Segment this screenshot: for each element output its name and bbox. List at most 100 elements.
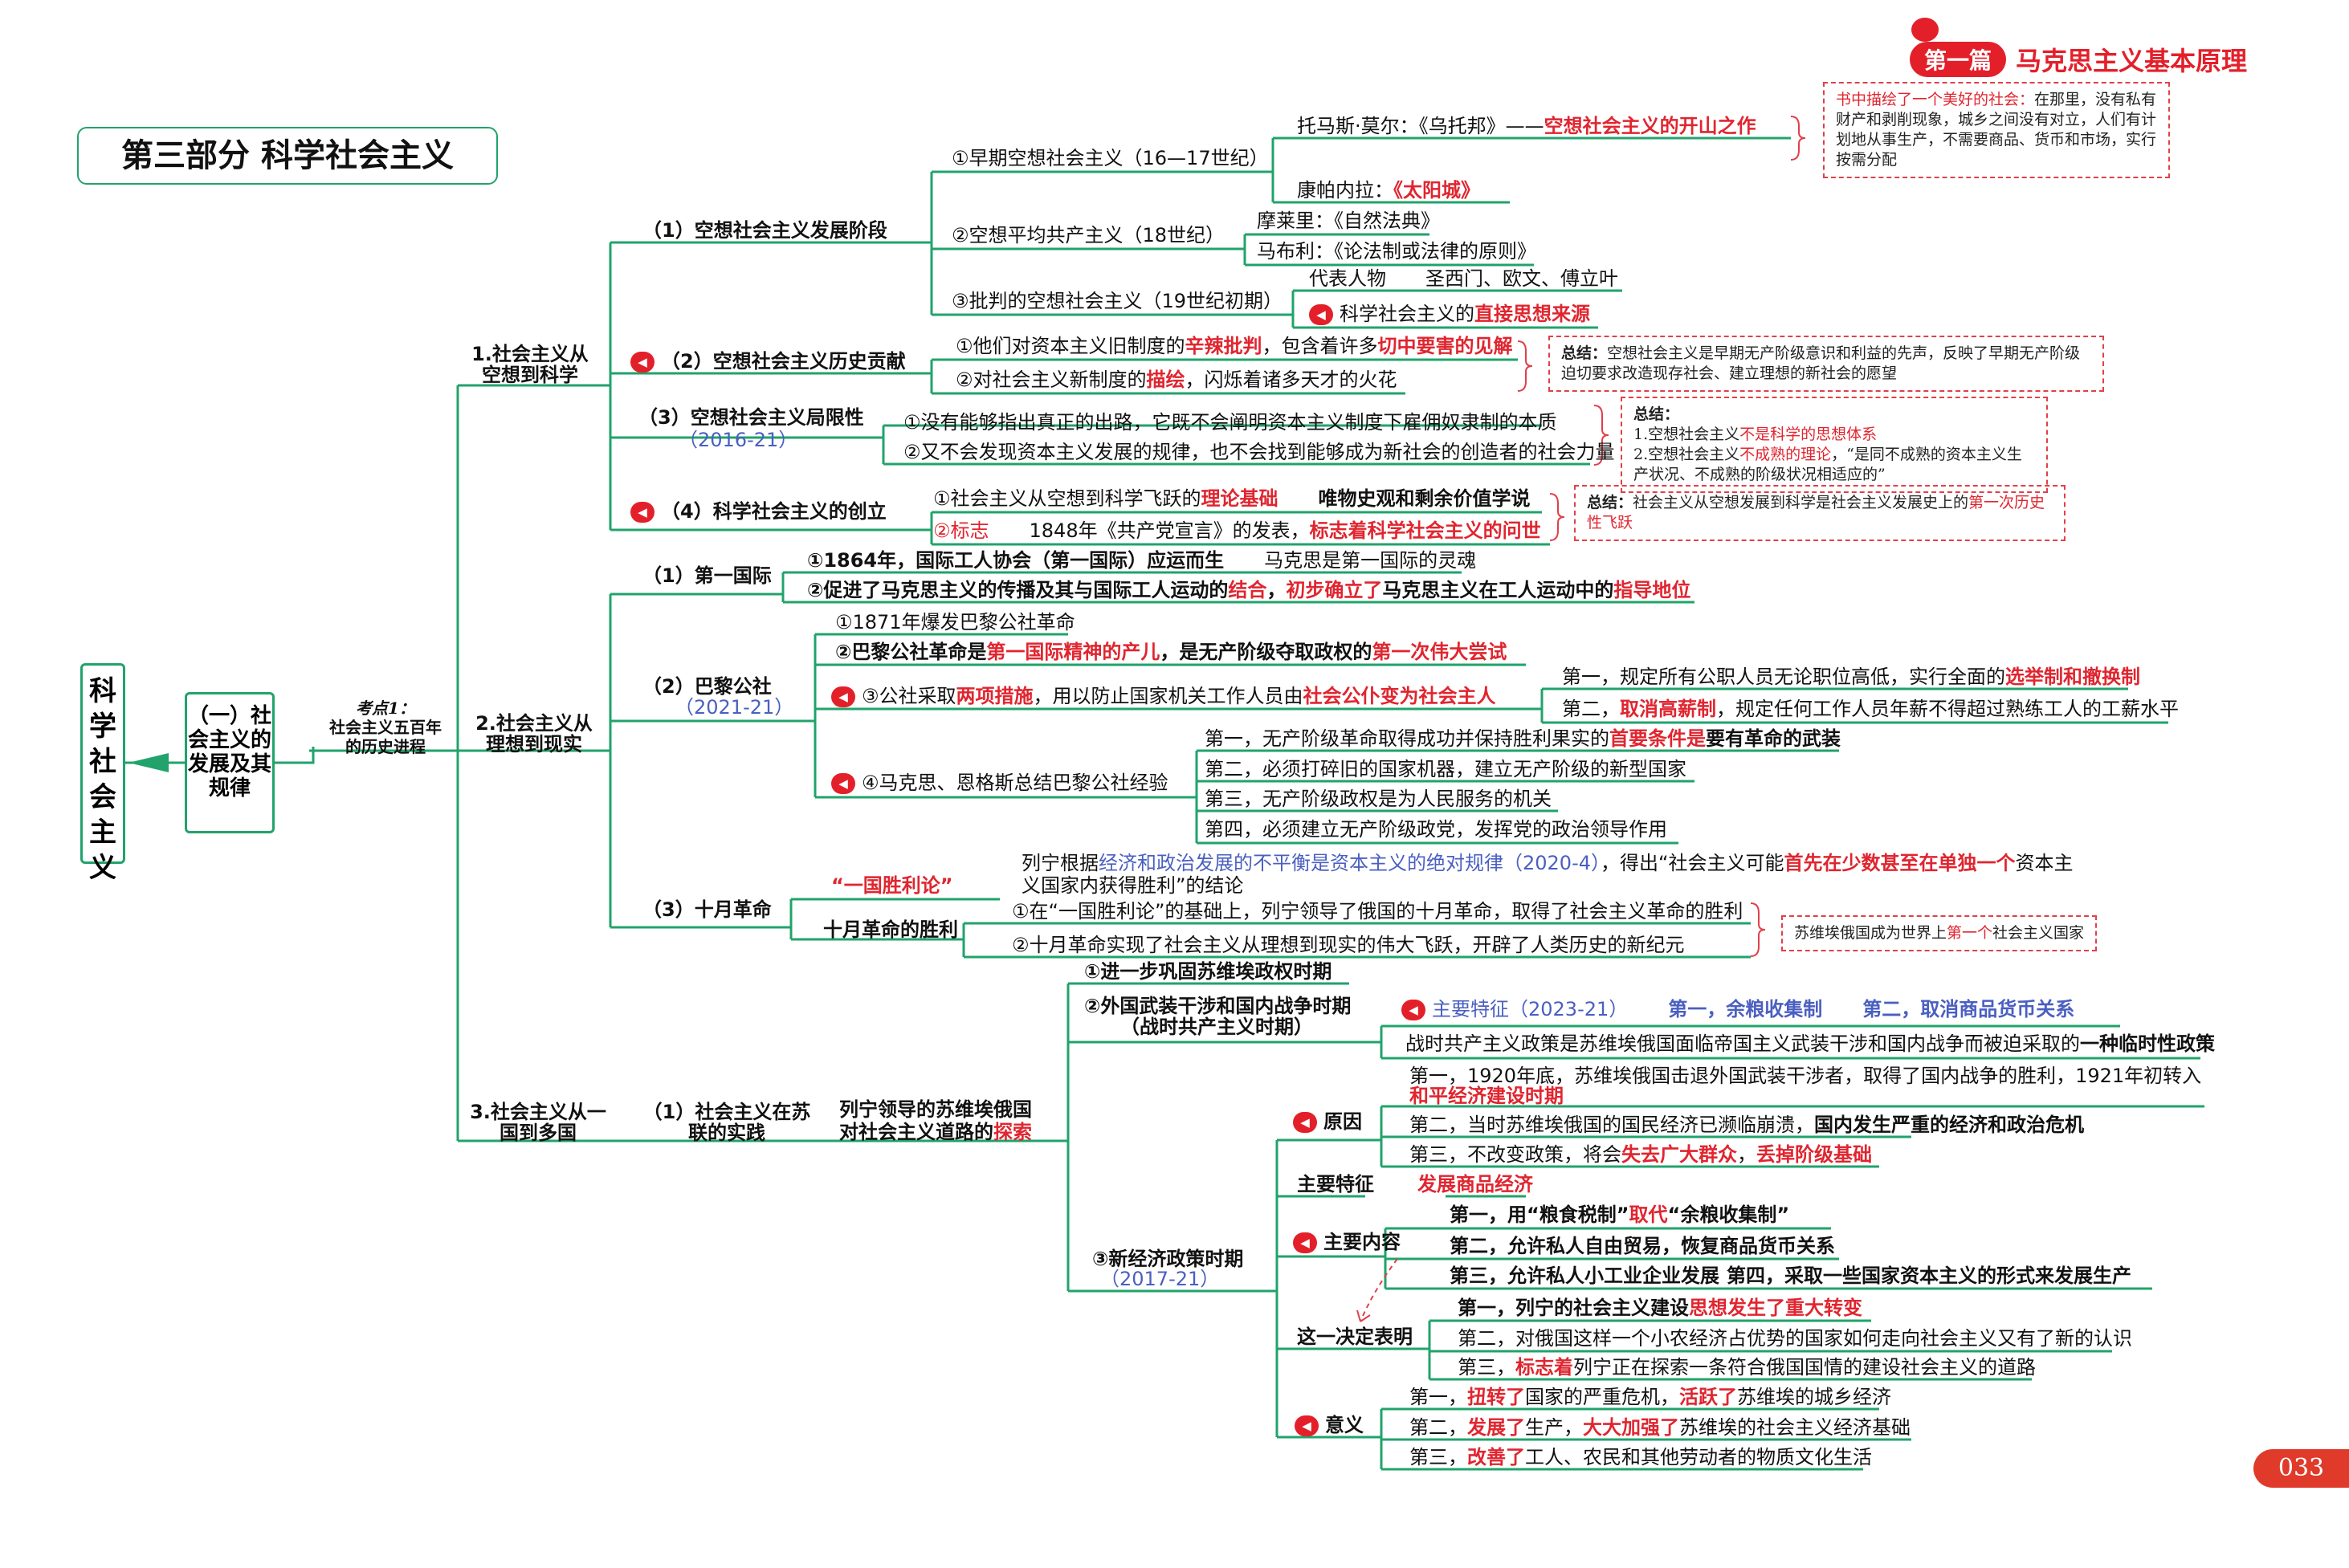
s3a: 第三， xyxy=(1409,1446,1467,1468)
note-sum2-c1: 2.空想社会主义 xyxy=(1633,446,1740,463)
s1b-label: ◀（2）空想社会主义历史贡献 xyxy=(630,349,906,373)
s1a-camp: 康帕内拉：《太阳城》 xyxy=(1297,178,1480,202)
s1c-l1: ①没有能够指出真正的出路，它既不会阐明资本主义制度下雇佣奴隶制的本质 xyxy=(903,411,1557,434)
s1b-c2: ②对社会主义新制度的描绘，闪烁着诸多天才的火花 xyxy=(956,368,1397,392)
s1c: 国家的严重危机， xyxy=(1525,1386,1679,1408)
e1b: 首要条件是 xyxy=(1609,727,1706,750)
s3a-feat: ◀主要特征（2023-21）第一，余粮收集制第二，取消商品货币关系 xyxy=(1401,997,2074,1021)
s2c-label: （3）十月革命 xyxy=(642,898,772,921)
s3a-cause: ◀原因 xyxy=(1293,1110,1362,1134)
f2b: 1848年《共产党宣言》的发表， xyxy=(1029,519,1310,542)
s1a-item3: ③批判的空想社会主义（19世纪初期） xyxy=(952,290,1283,312)
exam-point: 考点1： 社会主义五百年的历史进程 xyxy=(325,698,446,756)
c3c: ， xyxy=(1737,1143,1756,1166)
s2e: 苏维埃的社会主义经济基础 xyxy=(1679,1416,1911,1439)
s2a-i1-soul: 马克思是第一国际的灵魂 xyxy=(1264,549,1477,572)
d3a: 第三， xyxy=(1458,1356,1515,1379)
s3a-s1: 第一，扭转了国家的严重危机，活跃了苏维埃的城乡经济 xyxy=(1409,1385,1891,1409)
k1c: “余粮收集制” xyxy=(1667,1203,1790,1226)
c3d: 丢掉阶级基础 xyxy=(1756,1143,1872,1166)
s3a-d1: 第一，列宁的社会主义建设思想发生了重大转变 xyxy=(1458,1296,1862,1320)
s2b-e1: 第一，无产阶级革命取得成功并保持胜利果实的首要条件是要有革命的武装 xyxy=(1205,727,1841,751)
feat2: 第二，取消商品货币关系 xyxy=(1862,998,2075,1020)
source-highlight: 直接思想来源 xyxy=(1474,303,1590,325)
f1c: 唯物史观和剩余价值学说 xyxy=(1318,487,1531,510)
lenin-b: 对社会主义道路的 xyxy=(839,1121,993,1143)
branch-s2-label: 2.社会主义从理想到现实 xyxy=(475,712,593,755)
s3a-c1: 第一，1920年底，苏维埃俄国击退外国武装干涉者，取得了国内战争的胜利，1921… xyxy=(1409,1065,2202,1087)
note-utopia-head: 书中描绘了一个美好的社会： xyxy=(1836,91,2035,108)
page-number: 033 xyxy=(2253,1449,2349,1488)
note-sum3-body: 社会主义从空想发展到科学是社会主义发展史上的 xyxy=(1633,494,1969,511)
s3a-k4: 第四，采取一些国家资本主义的形式来发展生产 xyxy=(1727,1265,2131,1287)
s1a-more: 托马斯·莫尔：《乌托邦》——空想社会主义的开山之作 xyxy=(1297,114,1756,138)
d3c: 列宁正在探索一条符合俄国国情的建设社会主义的道路 xyxy=(1573,1356,2036,1379)
d1b: 思想发生了重大转变 xyxy=(1689,1297,1862,1319)
s3a-content: ◀主要内容 xyxy=(1293,1230,1401,1254)
s3a-p2b: （战时共产主义时期） xyxy=(1120,1016,1313,1038)
s3b: 改善了 xyxy=(1467,1446,1525,1468)
i2b: 结合 xyxy=(1228,579,1267,601)
note-sum2-head: 总结： xyxy=(1633,405,1680,423)
i2f: 指导地位 xyxy=(1613,579,1691,601)
s3a-s2: 第二，发展了生产，大大加强了苏维埃的社会主义经济基础 xyxy=(1409,1415,1911,1440)
s2a-i1-text: ①1864年，国际工人协会（第一国际）应运而生 xyxy=(807,549,1225,572)
d3b: 标志着 xyxy=(1515,1356,1573,1379)
key-flag-icon: ◀ xyxy=(1295,1415,1319,1436)
s3a-d2: 第二，对俄国这样一个小农经济占优势的国家如何走向社会主义又有了新的认识 xyxy=(1458,1327,2132,1350)
key-flag-icon: ◀ xyxy=(1309,304,1333,325)
d1a: 第一，列宁的社会主义建设 xyxy=(1458,1297,1689,1319)
s3a-lenin: 列宁领导的苏维埃俄国对社会主义道路的探索 xyxy=(839,1098,1032,1143)
s2b-e3: 第三，无产阶级政权是为人民服务的机关 xyxy=(1205,788,1552,810)
s3a-c3: 第三，不改变政策，将会失去广大群众，丢掉阶级基础 xyxy=(1409,1142,1872,1167)
part-title: 第三部分 科学社会主义 xyxy=(77,127,498,185)
root-node: 科学社会主义 xyxy=(80,663,125,884)
chapter-label: 第一篇 xyxy=(1910,42,2007,77)
s2b-label: （2）巴黎公社 xyxy=(642,675,772,698)
c3b: 失去广大群众 xyxy=(1621,1143,1737,1166)
s1a-morelly: 摩莱里：《自然法典》 xyxy=(1257,210,1440,232)
s2b-i4: ◀④马克思、恩格斯总结巴黎公社经验 xyxy=(831,771,1168,795)
s2b-i3: ◀③公社采取两项措施，用以防止国家机关工作人员由社会公仆变为社会主人 xyxy=(831,684,1496,708)
s2b-i2d: 第一次伟大尝试 xyxy=(1372,641,1507,663)
s1b-text: （2）空想社会主义历史贡献 xyxy=(661,350,906,373)
m1b: 选举制和撤换制 xyxy=(2005,666,2140,688)
key-flag-icon: ◀ xyxy=(831,686,855,707)
content-text: 主要内容 xyxy=(1323,1231,1401,1253)
key-flag-icon: ◀ xyxy=(630,502,655,523)
s3a-p3: ③新经济政策时期 xyxy=(1092,1248,1244,1270)
camp-highlight: 《太阳城》 xyxy=(1393,179,1480,202)
s3a-meaning: ◀意义 xyxy=(1295,1413,1364,1437)
branch-s1-label: 1.社会主义从空想到科学 xyxy=(471,343,589,386)
s3a-p2: ②外国武装干涉和国内战争时期 xyxy=(1084,995,1352,1017)
t1e: 资本主 xyxy=(2015,852,2074,874)
s2c-v1: ①在“一国胜利论”的基础上，列宁领导了俄国的十月革命，取得了社会主义革命的胜利 xyxy=(1012,900,1743,922)
c2b: 国内发生严重的经济和政治危机 xyxy=(1814,1114,2084,1136)
lenin-c: 探索 xyxy=(993,1121,1032,1143)
note-utopia: 书中描绘了一个美好的社会：在那里，没有私有财产和剥削现象，城乡之间没有对立，人们… xyxy=(1823,82,2170,178)
s2b-i3b: 两项措施 xyxy=(956,685,1034,707)
note-sum3-head: 总结： xyxy=(1587,494,1633,511)
c2c: ，闪烁着诸多天才的火花 xyxy=(1185,369,1397,391)
war-text: 战时共产主义政策是苏维埃俄国面临帝国主义武装干涉和国内战争而被迫采取的 xyxy=(1405,1032,2080,1055)
s2b-m1: 第一，规定所有公职人员无论职位高低，实行全面的选举制和撤换制 xyxy=(1562,665,2140,689)
s2d: 大大加强了 xyxy=(1583,1416,1679,1439)
exam-point-label: 考点1： xyxy=(356,698,415,718)
s1a-source: ◀科学社会主义的直接思想来源 xyxy=(1309,302,1590,326)
chapter-badge: 第一篇 马克思主义基本原理 xyxy=(1910,42,2247,77)
s2b-i3c: ，用以防止国家机关工作人员由 xyxy=(1033,685,1303,707)
s1a-item1: ①早期空想社会主义（16—17世纪） xyxy=(952,147,1269,169)
s3a-label: （1）社会主义在苏联的实践 xyxy=(642,1101,811,1144)
s1d-label: ◀（4）科学社会主义的创立 xyxy=(630,499,887,523)
note-summary-1: 总结：空想社会主义是早期无产阶级意识和利益的先声，反映了早期无产阶级迫切要求改造… xyxy=(1548,336,2104,392)
note-sum1-body: 空想社会主义是早期无产阶级意识和利益的先声，反映了早期无产阶级迫切要求改造现存社… xyxy=(1561,344,2081,382)
note-sum1-head: 总结： xyxy=(1561,344,1608,362)
m2c: ，规定任何工作人员年薪不得超过熟练工人的工薪水平 xyxy=(1716,698,2179,720)
branch-s3-label: 3.社会主义从一国到多国 xyxy=(470,1101,606,1144)
c2a: 第二，当时苏维埃俄国的国民经济已濒临崩溃， xyxy=(1409,1114,1814,1136)
s2b-e2: 第二，必须打碎旧的国家机器，建立无产阶级的新型国家 xyxy=(1205,758,1686,780)
key-flag-icon: ◀ xyxy=(831,773,855,794)
s1b-c1: ①他们对资本主义旧制度的辛辣批判，包含着许多切中要害的见解 xyxy=(956,334,1513,358)
s1c-year: （2016-21） xyxy=(679,429,798,451)
